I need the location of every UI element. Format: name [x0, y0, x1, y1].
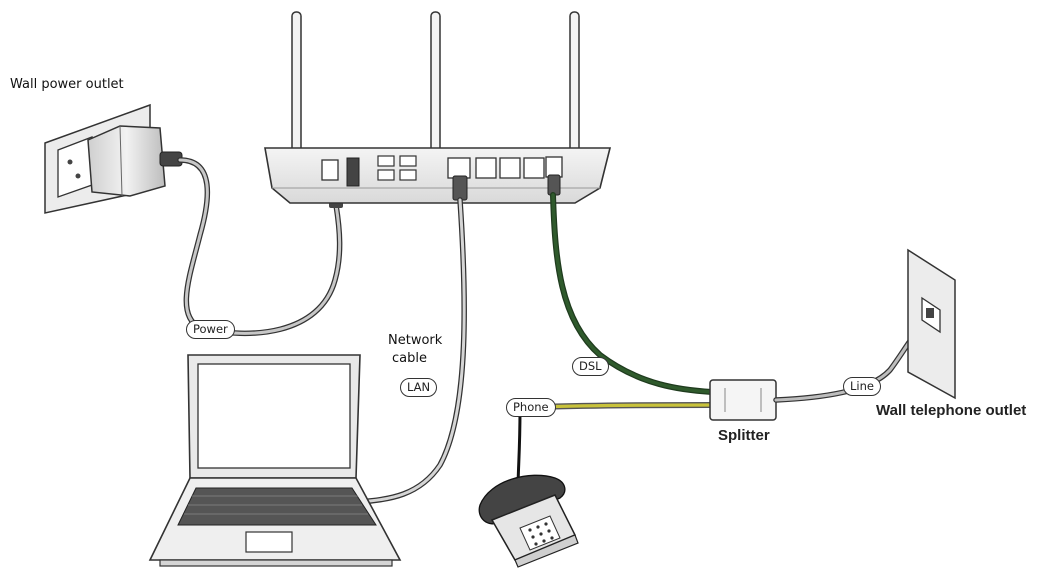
router-antenna-center	[430, 11, 441, 153]
label-network-cable-line2: cable	[392, 351, 427, 366]
label-splitter: Splitter	[718, 427, 770, 444]
splitter	[709, 379, 777, 421]
router-antenna-right	[569, 11, 580, 153]
telephone-handset	[478, 474, 566, 525]
label-wall-power-outlet: Wall power outlet	[10, 77, 124, 92]
label-wall-telephone-outlet: Wall telephone outlet	[876, 402, 1027, 419]
laptop-keyboard	[177, 487, 377, 526]
laptop-screen	[197, 363, 351, 469]
lan-cable	[355, 175, 468, 505]
router-antenna-left	[291, 11, 302, 153]
router	[264, 11, 612, 204]
tag-lan: LAN	[400, 378, 438, 397]
telephone	[478, 474, 579, 568]
dsl-cable	[547, 174, 715, 395]
label-network-cable-line1: Network	[388, 333, 443, 348]
power-adapter	[87, 125, 183, 197]
laptop-touchpad	[245, 531, 293, 553]
router-power-port	[321, 159, 339, 181]
router-wan-port	[447, 157, 471, 179]
tag-dsl: DSL	[572, 357, 609, 376]
router-dsl-port	[545, 156, 563, 178]
wall-telephone-outlet	[907, 248, 956, 400]
tag-phone: Phone	[506, 398, 556, 417]
tag-line: Line	[843, 377, 881, 396]
tag-power: Power	[186, 320, 235, 339]
router-power-switch	[346, 157, 360, 187]
laptop	[148, 354, 402, 567]
